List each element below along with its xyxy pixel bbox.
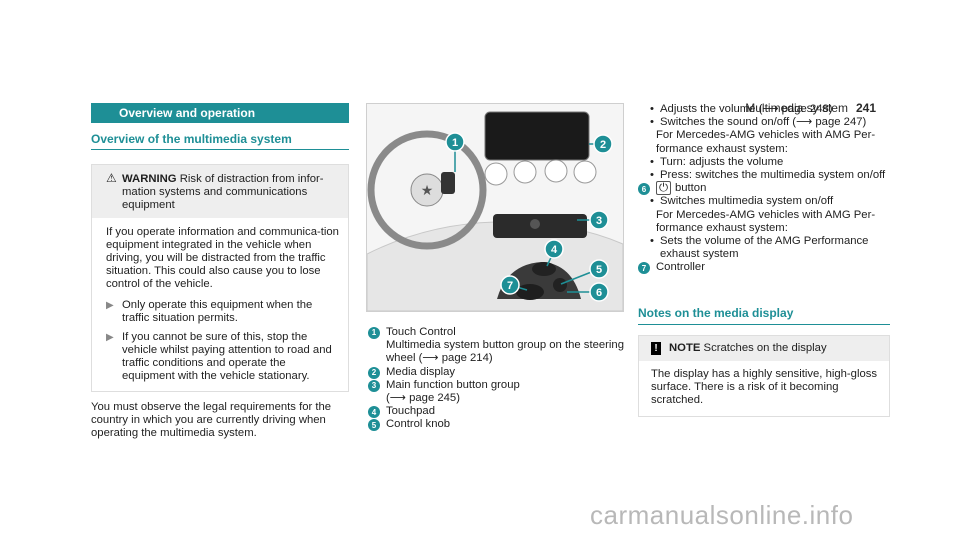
note-text-wrap: NOTE Scratches on the display — [669, 342, 827, 355]
legal-paragraph: You must observe the legal requirements … — [91, 401, 332, 439]
svg-text:5: 5 — [596, 264, 602, 276]
warning-header: ⚠ WARNING Risk of distraction from infor… — [92, 165, 348, 218]
section-bar-title: Overview and operation — [91, 103, 349, 123]
callout-2: 2 — [589, 134, 613, 154]
callout-5: 5 — [560, 259, 609, 285]
legend-number: 6 — [638, 183, 650, 196]
warning-action-text: If you cannot be sure of this, stop the … — [122, 331, 332, 382]
cockpit-figure: ★ 1 2 3 4 5 6 7 — [366, 103, 624, 312]
bullet-item: •Turn: adjusts the volume — [650, 155, 784, 168]
svg-text:2: 2 — [600, 139, 606, 151]
legend-desc: Multimedia system button group on the st… — [386, 339, 624, 365]
note-body: The display has a highly sensitive, high… — [651, 368, 878, 407]
watermark: carmanualsonline.info — [590, 500, 854, 530]
warning-text-wrap: WARNING Risk of distraction from infor-m… — [122, 173, 340, 212]
callout-6: 6 — [567, 282, 609, 302]
legend-item-7: 7 Controller — [638, 261, 890, 275]
callout-4: 4 — [544, 239, 564, 267]
notes-title: Notes on the media display — [638, 306, 890, 325]
page-number: 241 — [855, 101, 876, 115]
arrow-icon: ▶ — [106, 332, 114, 343]
note-label: NOTE — [669, 341, 701, 354]
svg-text:4: 4 — [551, 244, 558, 256]
left-column: Overview and operation Overview of the m… — [91, 103, 349, 440]
legend-number: 1 — [368, 327, 380, 339]
svg-text:1: 1 — [452, 137, 458, 149]
legend-title: Main function button group — [386, 378, 520, 391]
callout-1: 1 — [445, 132, 465, 172]
note-header: ! NOTE Scratches on the display — [639, 335, 889, 362]
bullet-text: Adjusts the volume (⟶ page 248) — [660, 103, 833, 115]
callout-3: 3 — [577, 210, 609, 230]
callout-7: 7 — [500, 275, 528, 295]
header-section: Multimedia sy stem — [745, 101, 848, 115]
legend-item: 5 Control knob — [368, 418, 624, 432]
bullet-item: •Switches multimedia system on/off — [650, 195, 834, 208]
legend-number: 2 — [368, 366, 380, 379]
legend-title: Touch Control — [386, 326, 456, 338]
legend-title: Touchpad — [386, 405, 435, 418]
legend-title: Media display — [386, 365, 456, 378]
legend-item: 3 Main function button group(⟶ page 245) — [368, 379, 624, 405]
warning-body: If you operate information and communica… — [92, 218, 348, 391]
legend-number: 7 — [638, 262, 650, 275]
section-subtitle: Overview of the multimedia system — [91, 132, 349, 150]
bullet-text: Turn: adjusts the volume — [660, 155, 784, 168]
svg-text:★: ★ — [421, 182, 434, 198]
warning-box: ⚠ WARNING Risk of distraction from infor… — [91, 164, 349, 392]
warning-action: ▶ If you cannot be sure of this, stop the… — [106, 331, 340, 383]
callout-layer: 1 2 3 4 5 6 7 — [445, 132, 613, 302]
bullet-text: Switches multimedia system on/off — [660, 195, 834, 208]
note-box: ! NOTE Scratches on the display The disp… — [638, 334, 890, 417]
legend-title: button — [674, 182, 707, 195]
legend-title: Controller — [656, 261, 705, 274]
warning-action-text: Only operate this equipment when the tra… — [122, 299, 313, 324]
legend-number: 3 — [368, 379, 380, 392]
note-text: Scratches on the display — [703, 341, 827, 354]
power-icon: ⏻ — [656, 181, 671, 196]
amg-note: For Mercedes-AMG vehicles with AMG Per-f… — [656, 129, 876, 155]
bullet-item: •Press: switches the multimedia system o… — [650, 169, 886, 182]
bullet-text: Sets the volume of the AMG Performance e… — [660, 235, 869, 261]
legend-item-6: 6 ⏻button — [638, 181, 890, 196]
warning-paragraph: If you operate information and communica… — [106, 226, 339, 290]
legend-title: Control knob — [386, 418, 451, 431]
svg-text:6: 6 — [596, 287, 602, 299]
svg-text:7: 7 — [507, 280, 513, 292]
amg-note: For Mercedes-AMG vehicles with AMG Per-f… — [656, 208, 876, 234]
bullet-text: Switches the sound on/off (⟶ page 247) — [660, 116, 867, 129]
legend-item: 4 Touchpad — [368, 405, 624, 419]
arrow-icon: ▶ — [106, 300, 114, 311]
legend-number: 5 — [368, 419, 380, 432]
warning-action: ▶ Only operate this equipment when the tr… — [106, 299, 340, 325]
warning-label: WARNING — [122, 173, 177, 185]
legend-desc: (⟶ page 245) — [386, 392, 460, 405]
right-column: •Adjusts the volume (⟶ page 248) •Switch… — [638, 103, 890, 417]
bullet-text: Press: switches the multimedia system on… — [660, 169, 886, 182]
page-header: Multimedia sy stem 241 — [745, 101, 876, 115]
bullet-item: •Sets the volume of the AMG Performance … — [638, 235, 890, 261]
svg-text:3: 3 — [596, 215, 602, 227]
bullet-item: •Adjusts the volume (⟶ page 248) — [650, 103, 833, 115]
exclamation-icon: ! — [651, 341, 661, 355]
warning-triangle-icon: ⚠ — [106, 171, 117, 185]
legend-item: 2 Media display — [368, 366, 624, 379]
warning-text: Risk of distraction from infor-mation sy… — [122, 173, 324, 211]
legend-number: 4 — [368, 406, 380, 419]
bullet-item: •Switches the sound on/off (⟶ page 247) — [650, 116, 867, 129]
